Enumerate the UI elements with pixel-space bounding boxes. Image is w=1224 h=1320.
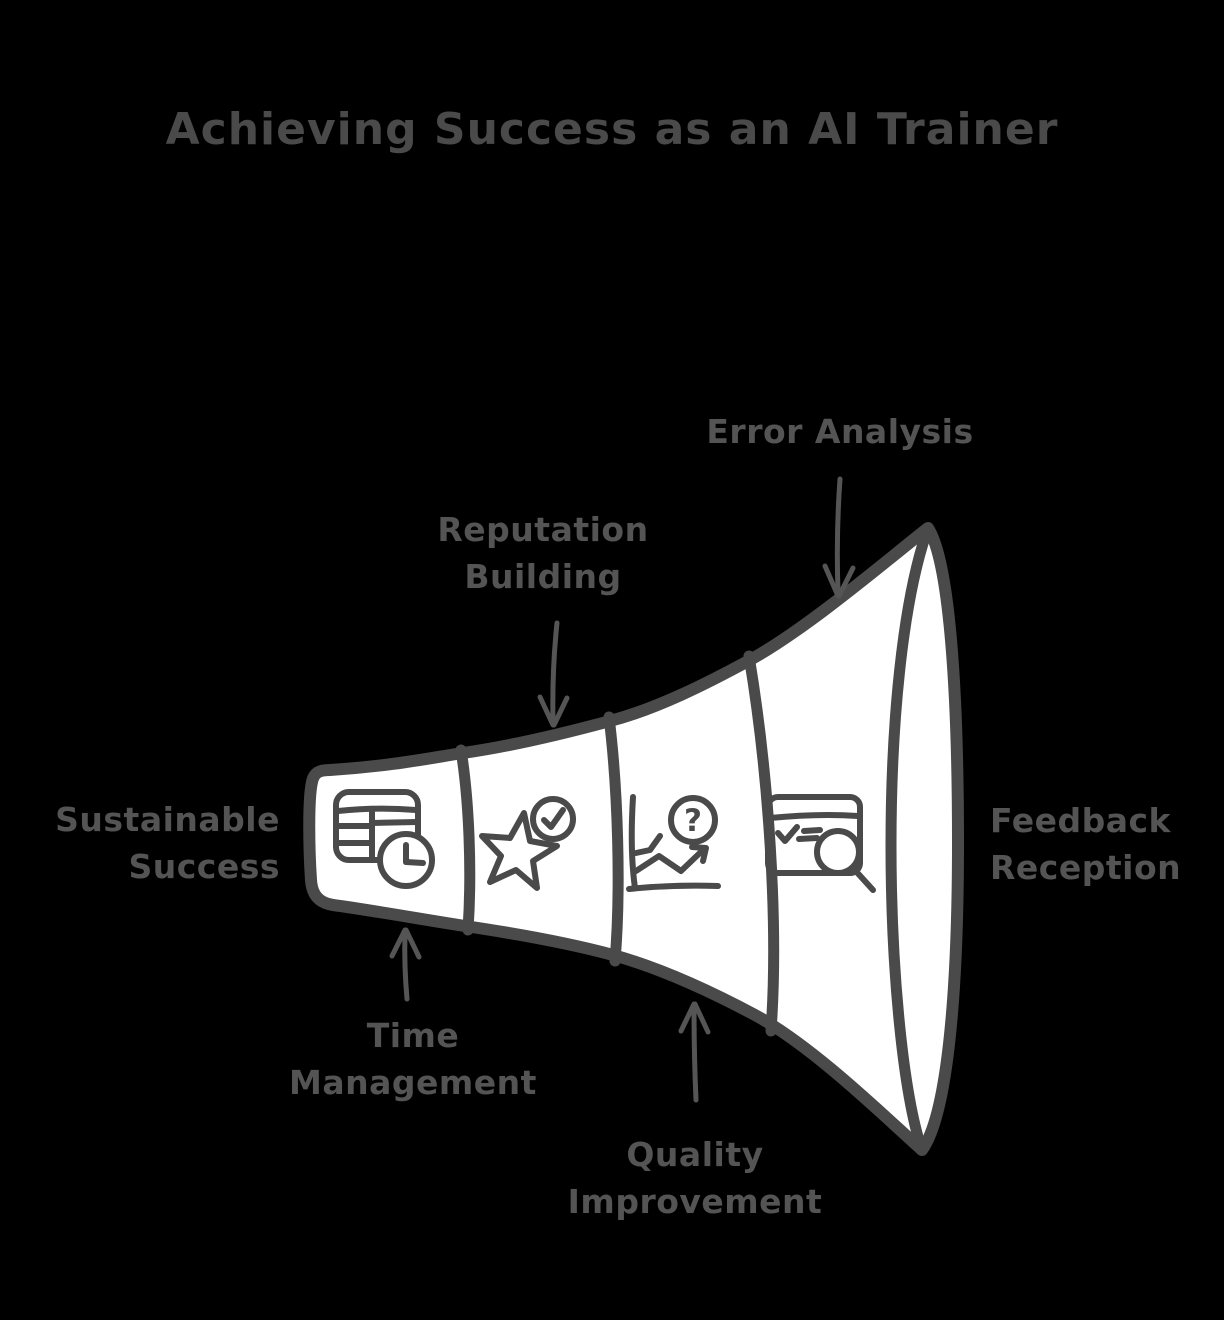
label-line: Management xyxy=(289,1063,537,1102)
quality-improvement-arrow xyxy=(678,1001,711,1103)
label-quality-improvement: Quality Improvement xyxy=(495,1131,895,1225)
label-sustainable-success: Sustainable Success xyxy=(0,796,280,890)
label-time-management: Time Management xyxy=(213,1012,613,1106)
stage-divider-2 xyxy=(603,711,624,967)
label-line: Reputation xyxy=(437,510,649,549)
label-reputation-building: Reputation Building xyxy=(343,506,743,600)
page-title: Achieving Success as an AI Trainer xyxy=(165,104,1059,155)
reputation-building-arrow xyxy=(537,620,570,728)
label-line: Reception xyxy=(990,848,1182,887)
stage-divider-1 xyxy=(455,744,476,936)
label-line: Sustainable xyxy=(55,800,280,839)
review-search-icon xyxy=(765,794,876,893)
label-line: Building xyxy=(464,557,622,596)
label-line: Improvement xyxy=(567,1182,823,1221)
chart-question-icon: ? xyxy=(626,794,721,892)
label-feedback-reception: Feedback Reception xyxy=(990,797,1224,891)
star-check-icon xyxy=(479,796,576,891)
table-clock-icon xyxy=(333,789,435,889)
label-line: Quality xyxy=(626,1135,764,1174)
question-mark-glyph: ? xyxy=(684,803,702,839)
label-line: Error Analysis xyxy=(706,412,974,451)
bell-rim-inner-line xyxy=(885,528,932,1150)
time-management-arrow xyxy=(389,927,422,1002)
error-analysis-arrow xyxy=(822,476,856,599)
label-line: Time xyxy=(366,1016,460,1055)
label-line: Success xyxy=(128,847,280,886)
label-line: Feedback xyxy=(990,801,1171,840)
label-error-analysis: Error Analysis xyxy=(640,408,1040,455)
